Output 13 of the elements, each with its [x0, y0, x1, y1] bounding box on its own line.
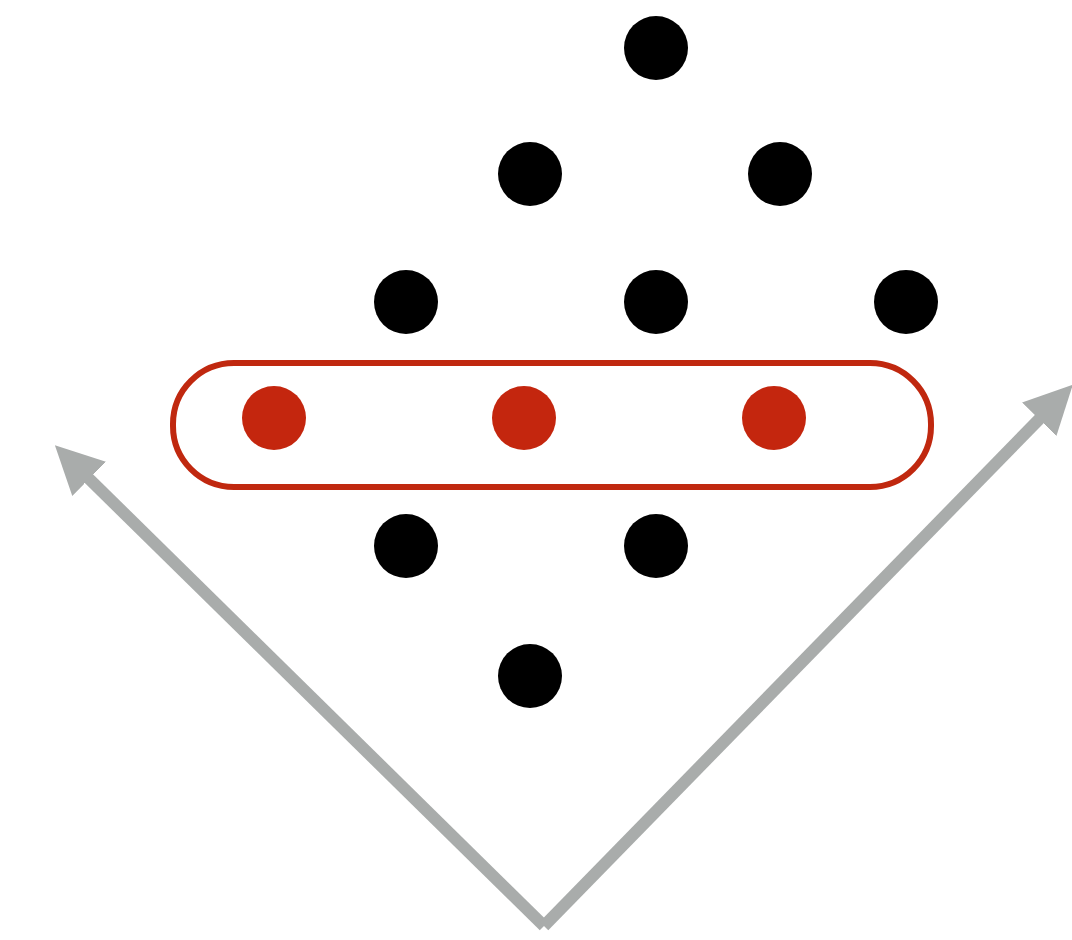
- dot: [374, 514, 438, 578]
- dot: [242, 386, 306, 450]
- dot: [374, 270, 438, 334]
- dot: [624, 16, 688, 80]
- dot: [742, 386, 806, 450]
- highlight-band: [170, 360, 934, 490]
- dot: [492, 386, 556, 450]
- dot: [874, 270, 938, 334]
- dot: [498, 644, 562, 708]
- dot: [624, 514, 688, 578]
- dot: [748, 142, 812, 206]
- dot: [624, 270, 688, 334]
- dot: [498, 142, 562, 206]
